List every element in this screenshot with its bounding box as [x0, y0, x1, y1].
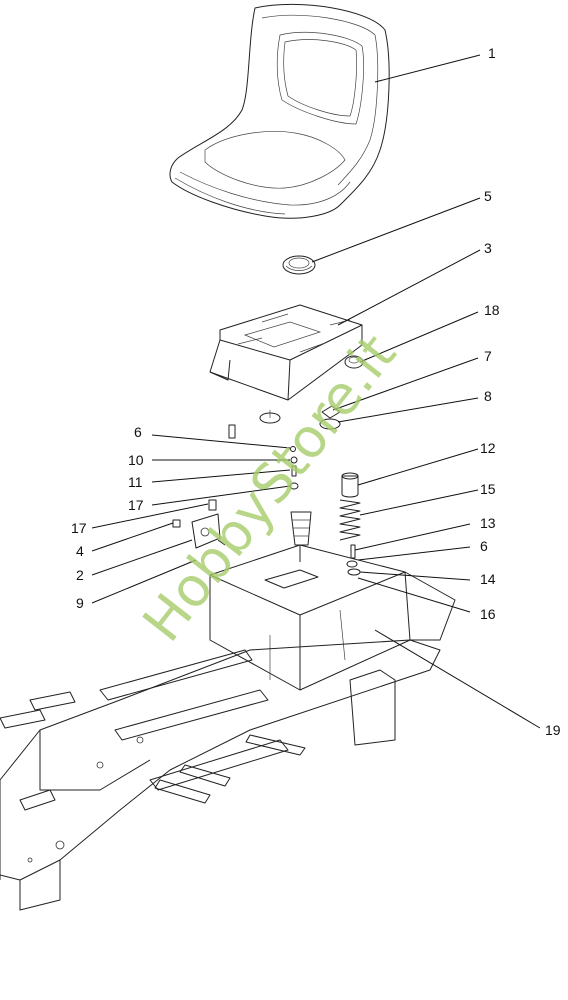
callout-14: 14: [480, 571, 496, 587]
callout-8: 8: [484, 388, 492, 404]
callout-17-lower: 17: [71, 520, 87, 536]
callout-labels: 1 5 3 18 7 8 6 10 11 17 17 4 2 9 12 15 1…: [71, 45, 561, 738]
callout-1: 1: [488, 45, 496, 61]
callout-16: 16: [480, 606, 496, 622]
seat-adjuster-part: [282, 255, 316, 275]
callout-6-upper: 6: [134, 424, 142, 440]
callout-11: 11: [128, 474, 143, 490]
seat-part: [169, 3, 390, 219]
seat-pan-part: [209, 304, 363, 401]
callout-7: 7: [484, 348, 492, 364]
callout-10: 10: [128, 452, 144, 468]
bracket-part: [191, 513, 226, 549]
callout-15: 15: [480, 481, 496, 497]
callout-6-lower: 6: [480, 538, 488, 554]
leader-lines: [91, 54, 541, 729]
nut-parts: [346, 560, 361, 576]
callout-17-upper: 17: [128, 497, 144, 513]
callout-9: 9: [76, 595, 84, 611]
knob-part: [344, 355, 364, 369]
callout-12: 12: [480, 440, 496, 456]
callout-4: 4: [76, 543, 84, 559]
main-chassis: [0, 639, 441, 911]
spring-assembly: [290, 472, 361, 562]
callout-2: 2: [76, 567, 84, 583]
callout-18: 18: [484, 302, 500, 318]
callout-3: 3: [484, 240, 492, 256]
callout-13: 13: [480, 515, 496, 531]
watermark: HobbyStore.it: [131, 322, 409, 653]
callout-5: 5: [484, 188, 492, 204]
callout-19: 19: [545, 722, 561, 738]
washer-parts: [228, 405, 341, 439]
